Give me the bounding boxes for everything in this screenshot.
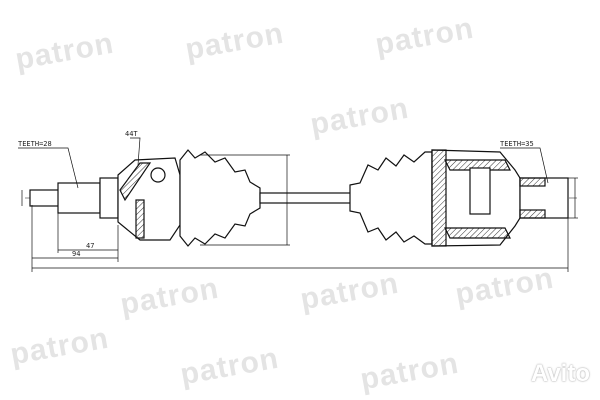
left-spline: [57, 182, 101, 214]
right-boot: [349, 151, 433, 245]
teeth-left-label: TEETH=28: [18, 140, 52, 148]
abs-ring: [135, 199, 145, 239]
left-stub: [29, 189, 61, 207]
dim-94-label: 94: [72, 250, 80, 258]
left-boot: [179, 149, 261, 247]
abs-teeth-label: 44T: [125, 130, 138, 138]
shaft: [259, 192, 356, 204]
avito-logo: Avito: [530, 360, 590, 387]
outer-cv-joint: [117, 157, 181, 241]
teeth-right-label: TEETH=35: [500, 140, 534, 148]
dim-47-label: 47: [86, 242, 94, 250]
